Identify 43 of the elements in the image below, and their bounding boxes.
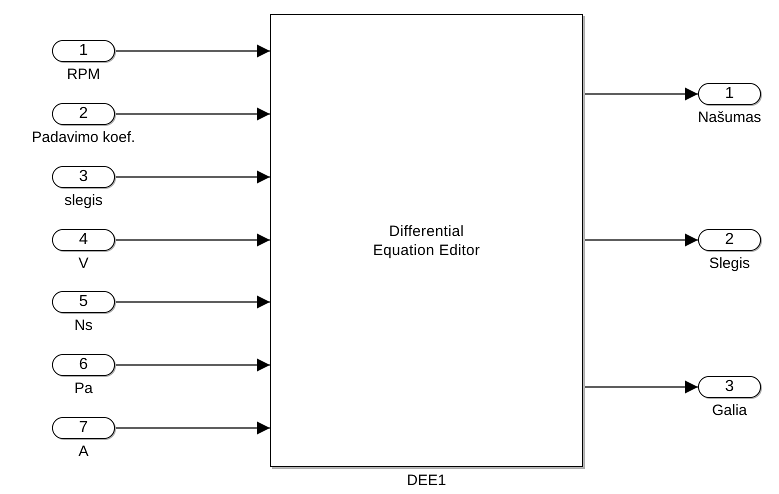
signal-arrow: [583, 380, 698, 394]
inport-block: [52, 354, 115, 376]
port-label: Padavimo koef.: [32, 130, 136, 145]
port-label: Našumas: [698, 110, 762, 125]
port-number: 3: [79, 169, 88, 185]
inport-block: [52, 40, 115, 62]
port-number: 7: [79, 420, 88, 436]
port-label: V: [78, 256, 88, 271]
inport-block: [52, 166, 115, 188]
inport-block: [52, 103, 115, 125]
port-label: Galia: [712, 403, 748, 418]
port-number: 4: [79, 232, 88, 248]
signal-arrow: [583, 88, 698, 100]
port-number: 5: [79, 294, 88, 310]
port-number: 2: [79, 106, 88, 122]
port-number: 1: [79, 43, 88, 59]
signal-arrow: [115, 108, 270, 120]
inport-block: [52, 229, 115, 251]
port-label: A: [78, 444, 88, 459]
signal-arrow: [115, 170, 270, 184]
signal-arrow: [115, 44, 270, 58]
port-label: RPM: [66, 67, 100, 82]
block-title: Differential Equation Editor: [372, 222, 482, 260]
outport-block: [698, 376, 761, 398]
signal-arrow: [115, 234, 270, 246]
signal-arrow: [115, 296, 270, 308]
inport-block: [52, 291, 115, 313]
block-name: DEE1: [406, 473, 446, 488]
port-label: slegis: [64, 193, 103, 208]
port-label: Pa: [74, 381, 93, 396]
port-number: 2: [725, 232, 734, 248]
outport-block: [698, 83, 761, 105]
signal-arrow: [115, 422, 270, 434]
signal-arrow: [115, 358, 270, 372]
outport-block: [698, 229, 761, 251]
signal-arrow: [583, 234, 698, 246]
port-number: 1: [725, 86, 734, 102]
port-number: 6: [79, 357, 88, 373]
inport-block: [52, 417, 115, 439]
port-label: Ns: [74, 318, 93, 333]
port-label: Slegis: [709, 256, 750, 271]
subsystem-block: [270, 14, 583, 467]
port-number: 3: [725, 379, 734, 395]
